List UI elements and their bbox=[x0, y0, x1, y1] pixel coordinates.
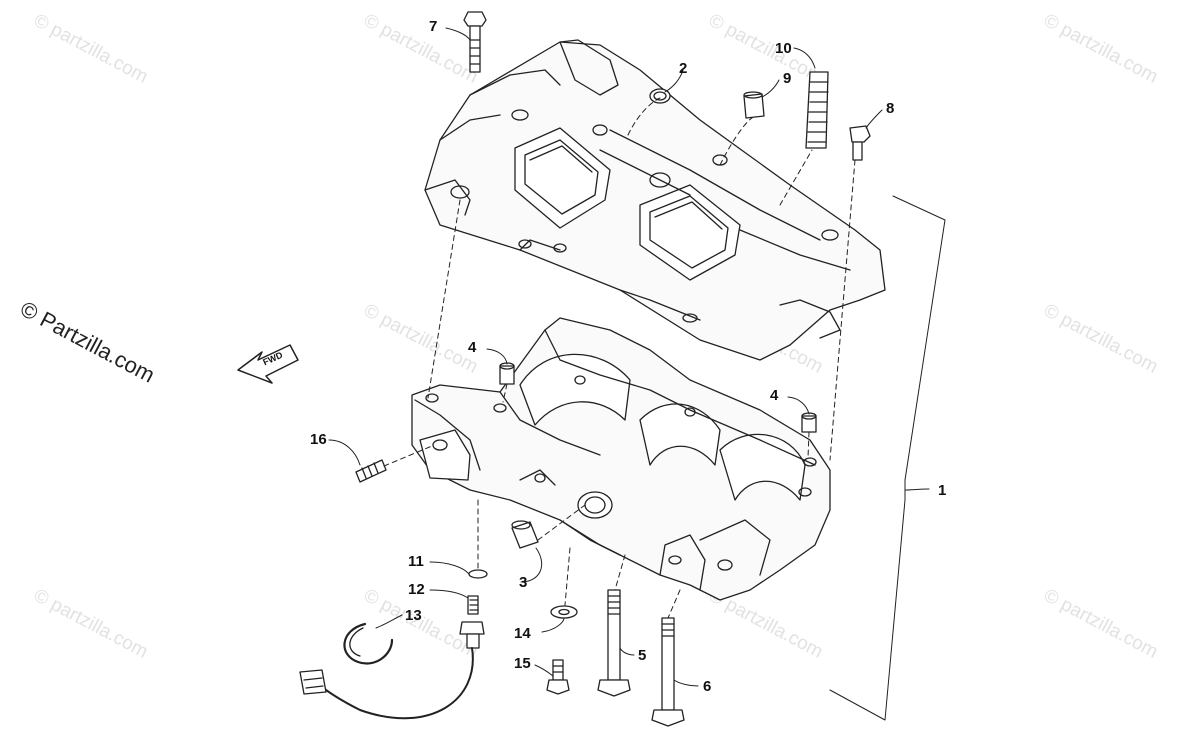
sleeve-3 bbox=[511, 520, 539, 549]
callout-11: 11 bbox=[408, 553, 424, 570]
lower-crankcase bbox=[411, 317, 831, 601]
bolt-5 bbox=[597, 589, 631, 697]
callout-8: 8 bbox=[886, 100, 894, 117]
stud-10 bbox=[805, 71, 829, 149]
callout-5: 5 bbox=[638, 647, 646, 664]
callout-9: 9 bbox=[783, 70, 791, 87]
callout-15: 15 bbox=[514, 655, 531, 672]
bolt-8 bbox=[849, 125, 871, 161]
ring-2 bbox=[649, 88, 671, 104]
callout-13: 13 bbox=[405, 607, 422, 624]
sensor-cable bbox=[299, 647, 474, 720]
callout-16: 16 bbox=[310, 431, 327, 448]
bolt-7 bbox=[463, 11, 487, 73]
dowel-4a bbox=[499, 362, 515, 385]
washer-14 bbox=[550, 605, 578, 619]
callout-3: 3 bbox=[519, 574, 527, 591]
callout-1: 1 bbox=[938, 482, 946, 499]
callout-4b: 4 bbox=[770, 387, 779, 404]
callout-2: 2 bbox=[679, 60, 687, 77]
fwd-arrow bbox=[237, 344, 299, 384]
sleeve-9 bbox=[743, 91, 765, 119]
stud-16 bbox=[355, 459, 387, 483]
callout-6: 6 bbox=[703, 678, 711, 695]
bolt-6 bbox=[651, 617, 685, 727]
callout-7: 7 bbox=[429, 18, 437, 35]
callout-10: 10 bbox=[775, 40, 792, 57]
callout-14: 14 bbox=[514, 625, 531, 642]
clip-13 bbox=[343, 622, 394, 665]
callout-4a: 4 bbox=[468, 339, 477, 356]
dowel-4b bbox=[801, 412, 817, 433]
callout-12: 12 bbox=[408, 581, 425, 598]
oring-11 bbox=[468, 569, 488, 579]
upper-crankcase bbox=[424, 39, 886, 361]
bolt-15 bbox=[546, 659, 570, 695]
leader-lines bbox=[328, 27, 946, 721]
sensor-12 bbox=[459, 595, 485, 649]
